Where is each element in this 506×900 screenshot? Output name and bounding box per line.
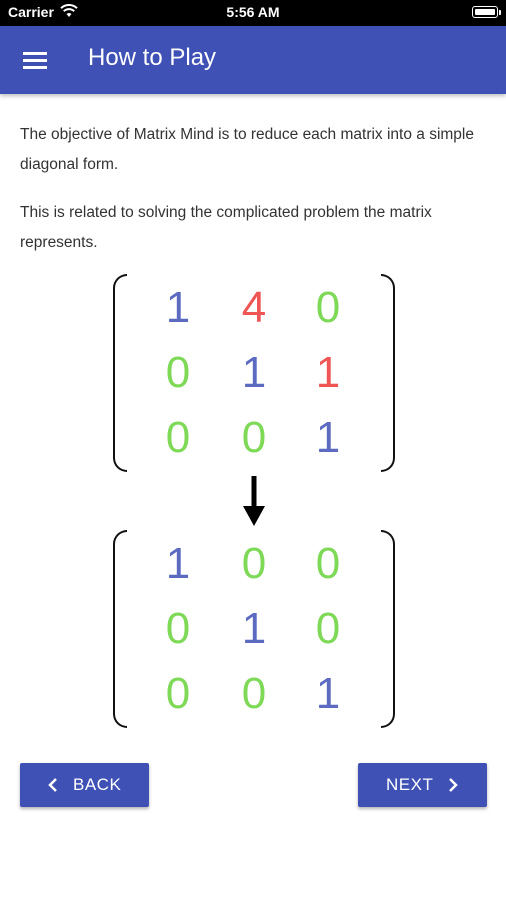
back-button-label: BACK bbox=[73, 775, 122, 794]
next-button[interactable]: NEXT bbox=[358, 763, 487, 807]
matrix-cell: 1 bbox=[165, 283, 191, 332]
matrix-cell: 0 bbox=[165, 413, 191, 462]
instruction-paragraph-objective: The objective of Matrix Mind is to reduc… bbox=[20, 126, 474, 173]
matrix-cell: 0 bbox=[165, 669, 191, 718]
right-bracket bbox=[381, 274, 395, 472]
wifi-icon bbox=[60, 4, 78, 17]
status-time: 5:56 AM bbox=[226, 4, 280, 20]
carrier-label: Carrier bbox=[8, 4, 54, 20]
matrix-cell: 1 bbox=[315, 413, 341, 462]
left-bracket bbox=[113, 530, 127, 728]
matrix-cell: 0 bbox=[315, 539, 341, 588]
matrix-cell: 1 bbox=[241, 348, 267, 397]
matrix-cell: 4 bbox=[241, 283, 267, 332]
right-bracket bbox=[381, 530, 395, 728]
matrix-cell: 0 bbox=[315, 283, 341, 332]
matrix-cell: 0 bbox=[241, 539, 267, 588]
next-button-label: NEXT bbox=[386, 775, 434, 794]
matrix-cell: 0 bbox=[241, 669, 267, 718]
page-title: How to Play bbox=[88, 44, 217, 71]
matrix-cell: 1 bbox=[315, 348, 341, 397]
matrix-cell: 0 bbox=[315, 604, 341, 653]
app-bar: How to Play bbox=[0, 26, 506, 94]
chevron-left-icon bbox=[48, 778, 57, 792]
matrix-cell: 0 bbox=[241, 413, 267, 462]
hamburger-menu-icon[interactable] bbox=[23, 50, 47, 70]
status-bar: Carrier 5:56 AM bbox=[0, 0, 506, 26]
matrix-cell: 1 bbox=[241, 604, 267, 653]
matrix-cell: 0 bbox=[165, 348, 191, 397]
matrix-cell: 1 bbox=[165, 539, 191, 588]
arrow-down-icon bbox=[243, 476, 265, 526]
left-bracket bbox=[113, 274, 127, 472]
battery-icon bbox=[472, 6, 501, 18]
back-button[interactable]: BACK bbox=[20, 763, 149, 807]
instruction-paragraph-related: This is related to solving the complicat… bbox=[20, 204, 432, 251]
matrix-cell: 1 bbox=[315, 669, 341, 718]
matrix-cell: 0 bbox=[165, 604, 191, 653]
instructions: The objective of Matrix Mind is to reduc… bbox=[20, 120, 486, 276]
chevron-right-icon bbox=[449, 778, 458, 792]
